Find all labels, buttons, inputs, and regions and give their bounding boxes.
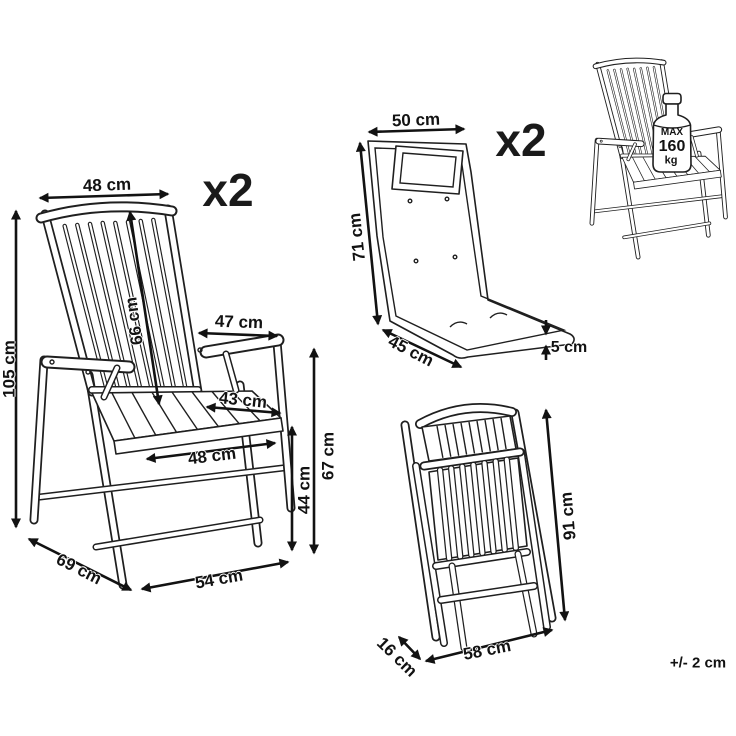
dim-armrest-height: 67 cm	[318, 431, 338, 481]
arrow-total-depth	[27, 537, 133, 592]
dim-seat-depth: 43 cm	[218, 388, 268, 412]
dim-armrest-length: 47 cm	[214, 311, 264, 333]
arrow-backrest-height	[126, 210, 163, 406]
arrow-folded-depth	[397, 635, 422, 661]
dim-seat-height: 44 cm	[294, 465, 314, 515]
cushion-drawing	[367, 140, 575, 359]
maxload-prefix: MAX	[660, 127, 684, 138]
arrow-backrest-top-width	[38, 189, 170, 203]
arrow-cushion-depth	[381, 328, 463, 369]
arrow-seat-width	[145, 439, 277, 463]
maxload-value: 160	[658, 138, 686, 155]
dimension-arrows	[11, 124, 570, 664]
arrow-seat-depth	[205, 402, 282, 418]
arrow-cushion-width	[367, 124, 466, 137]
arrow-cushion-height	[355, 141, 383, 326]
tolerance-note: +/- 2 cm	[669, 654, 727, 672]
folded-seat-slats	[436, 456, 520, 562]
arrow-folded-width	[424, 627, 554, 664]
arrow-folded-height	[541, 408, 570, 622]
front-chair-drawing	[29, 201, 296, 590]
front-chair-quantity: x2	[202, 164, 254, 216]
cushion-quantity: x2	[495, 114, 547, 166]
dim-cushion-width: 50 cm	[391, 109, 441, 131]
dim-total-height: 105 cm	[0, 340, 19, 398]
arrow-armrest-length	[197, 328, 279, 341]
weight-icon	[652, 92, 692, 173]
arrow-base-width	[140, 558, 290, 593]
dim-folded-height: 91 cm	[556, 491, 580, 541]
dim-cushion-height: 71 cm	[345, 212, 369, 262]
dim-cushion-thickness: 5 cm	[550, 339, 588, 356]
dim-backrest-top-width: 48 cm	[82, 174, 132, 196]
folded-chair-drawing	[400, 403, 557, 652]
folded-backrest-slats	[436, 417, 507, 459]
maxload-unit: kg	[664, 154, 678, 167]
